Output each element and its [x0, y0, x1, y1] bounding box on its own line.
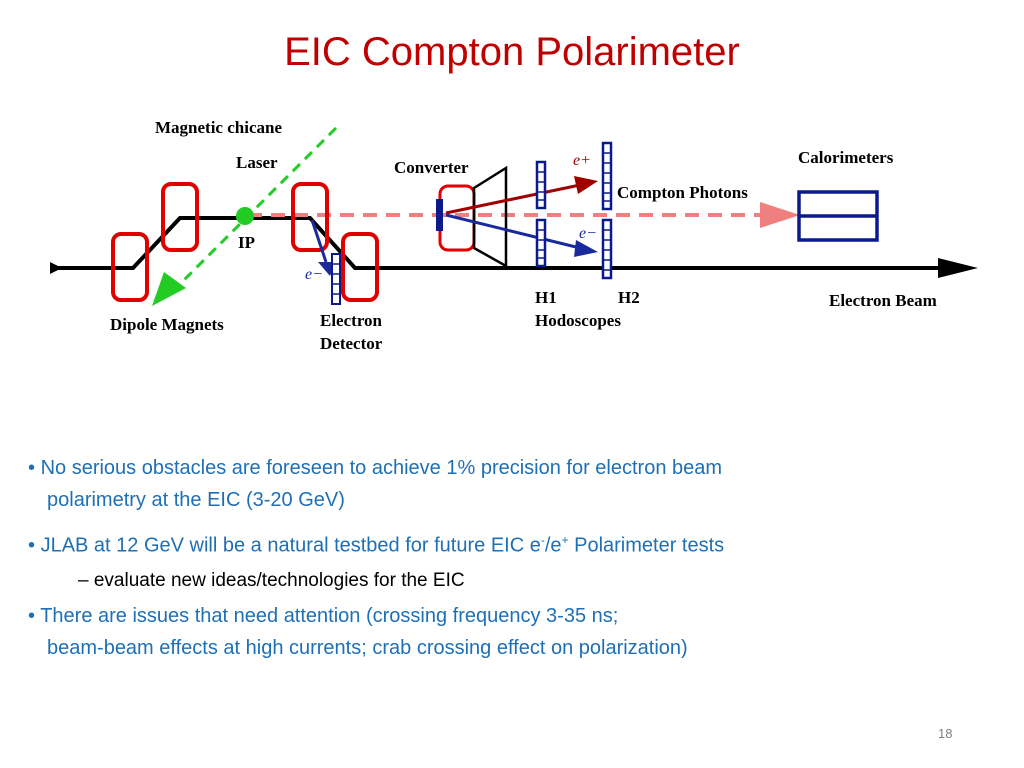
bullet-list: • No serious obstacles are foreseen to a… [28, 452, 988, 664]
compton-photon-beam [248, 202, 800, 228]
compton-photons-label: Compton Photons [617, 183, 748, 202]
hodoscopes-label: Hodoscopes [535, 311, 621, 330]
dipole-magnet-4 [341, 232, 379, 302]
h1-label: H1 [535, 288, 557, 307]
bullet-text: There are issues that need attention (cr… [35, 604, 619, 627]
laser-beam [152, 126, 338, 306]
dipole-magnets [111, 182, 379, 302]
electron-detector-label-1: Electron [320, 311, 383, 330]
h1-upper [535, 160, 547, 210]
interaction-point [236, 207, 254, 225]
compton-polarimeter-diagram: Magnetic chicane Laser IP Converter e+ e… [50, 118, 978, 353]
bullet-item-3: • There are issues that need attention (… [28, 600, 988, 632]
laser-label: Laser [236, 153, 278, 172]
electron-label-hodo: e− [579, 225, 597, 242]
ip-label: IP [238, 233, 255, 252]
bullet-text-mid: /e [544, 534, 562, 557]
dipole-magnet-1 [111, 232, 149, 302]
bullet-item-2: • JLAB at 12 GeV will be a natural testb… [28, 524, 988, 562]
bullet-text-post: Polarimeter tests [568, 534, 725, 557]
page-number: 18 [938, 726, 953, 741]
dipole-magnets-label: Dipole Magnets [110, 315, 224, 334]
h2-label: H2 [618, 288, 640, 307]
h2-upper [601, 141, 613, 211]
converter [436, 165, 508, 269]
calorimeters-box [797, 190, 879, 242]
sub-bullet: – evaluate new ideas/technologies for th… [78, 569, 465, 591]
slide-title: EIC Compton Polarimeter [284, 30, 740, 74]
bullet-marker: • [28, 534, 36, 557]
electron-beam-label: Electron Beam [829, 291, 937, 310]
electron-detector [310, 219, 341, 305]
bullet-item-1-cont: polarimetry at the EIC (3-20 GeV) [47, 489, 345, 511]
h1-lower [535, 218, 547, 268]
bullet-marker: • [28, 604, 36, 627]
superscript-plus: + [561, 533, 569, 547]
superscript-minus: - [540, 533, 545, 547]
bullet-text: JLAB at 12 GeV will be a natural testbed… [35, 534, 541, 557]
dipole-magnet-3 [291, 182, 329, 252]
electron-detector-label-2: Detector [320, 334, 383, 353]
magnetic-chicane-label: Magnetic chicane [155, 118, 282, 137]
electron-label-detector: e− [305, 266, 323, 283]
positron-label: e+ [573, 152, 591, 169]
bullet-marker: • [28, 457, 36, 479]
dipole-magnet-2 [161, 182, 199, 252]
calorimeters-label: Calorimeters [798, 148, 894, 167]
bullet-item-1: • No serious obstacles are foreseen to a… [28, 452, 988, 484]
hodoscopes [535, 141, 613, 280]
h2-lower [601, 218, 613, 280]
converter-label: Converter [394, 158, 469, 177]
bullet-item-3-cont: beam-beam effects at high currents; crab… [47, 636, 688, 659]
pair-arrows [445, 176, 598, 257]
bullet-text: No serious obstacles are foreseen to ach… [35, 457, 723, 479]
